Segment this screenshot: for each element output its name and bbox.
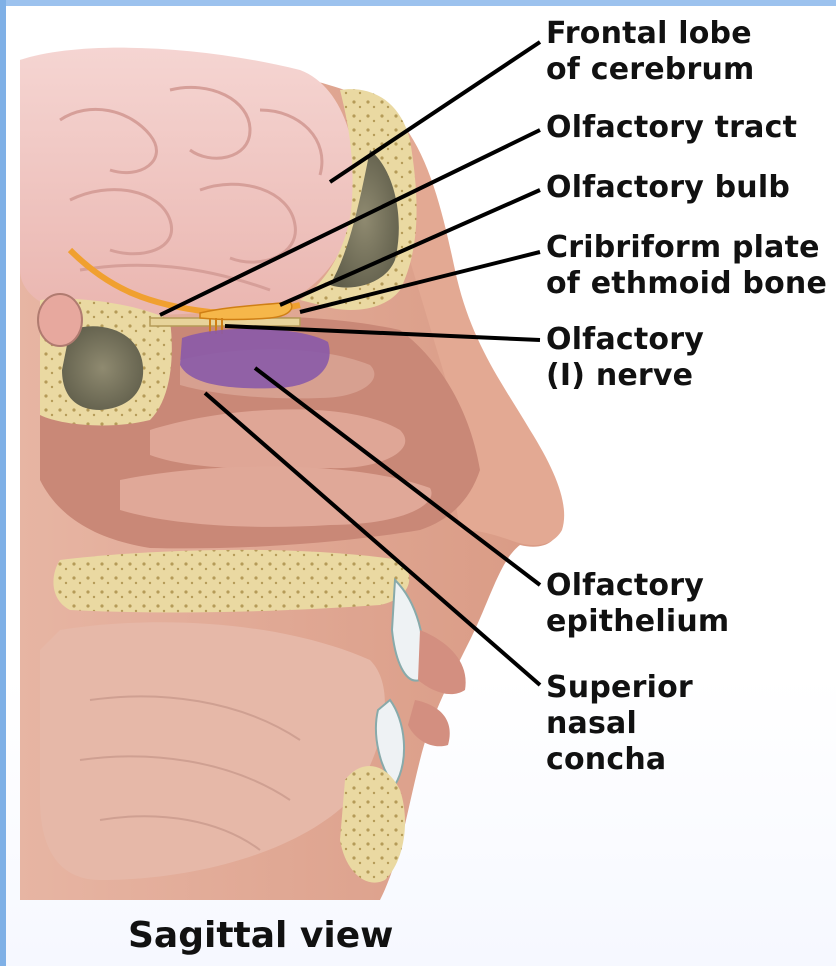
- olfactory-epithelium-shape: [180, 329, 330, 389]
- pituitary: [38, 294, 82, 346]
- label-frontal-lobe: Frontal lobe of cerebrum: [546, 16, 754, 88]
- label-olfactory-epithelium: Olfactory epithelium: [546, 568, 729, 640]
- label-superior-nasal-concha: Superior nasal concha: [546, 670, 693, 778]
- label-cribriform-plate: Cribriform plate of ethmoid bone: [546, 230, 827, 302]
- figure-caption: Sagittal view: [128, 915, 393, 956]
- label-olfactory-tract: Olfactory tract: [546, 110, 797, 146]
- mandible: [340, 766, 405, 883]
- label-olfactory-bulb: Olfactory bulb: [546, 170, 790, 206]
- label-olfactory-nerve: Olfactory (I) nerve: [546, 322, 704, 394]
- hard-palate: [53, 550, 409, 613]
